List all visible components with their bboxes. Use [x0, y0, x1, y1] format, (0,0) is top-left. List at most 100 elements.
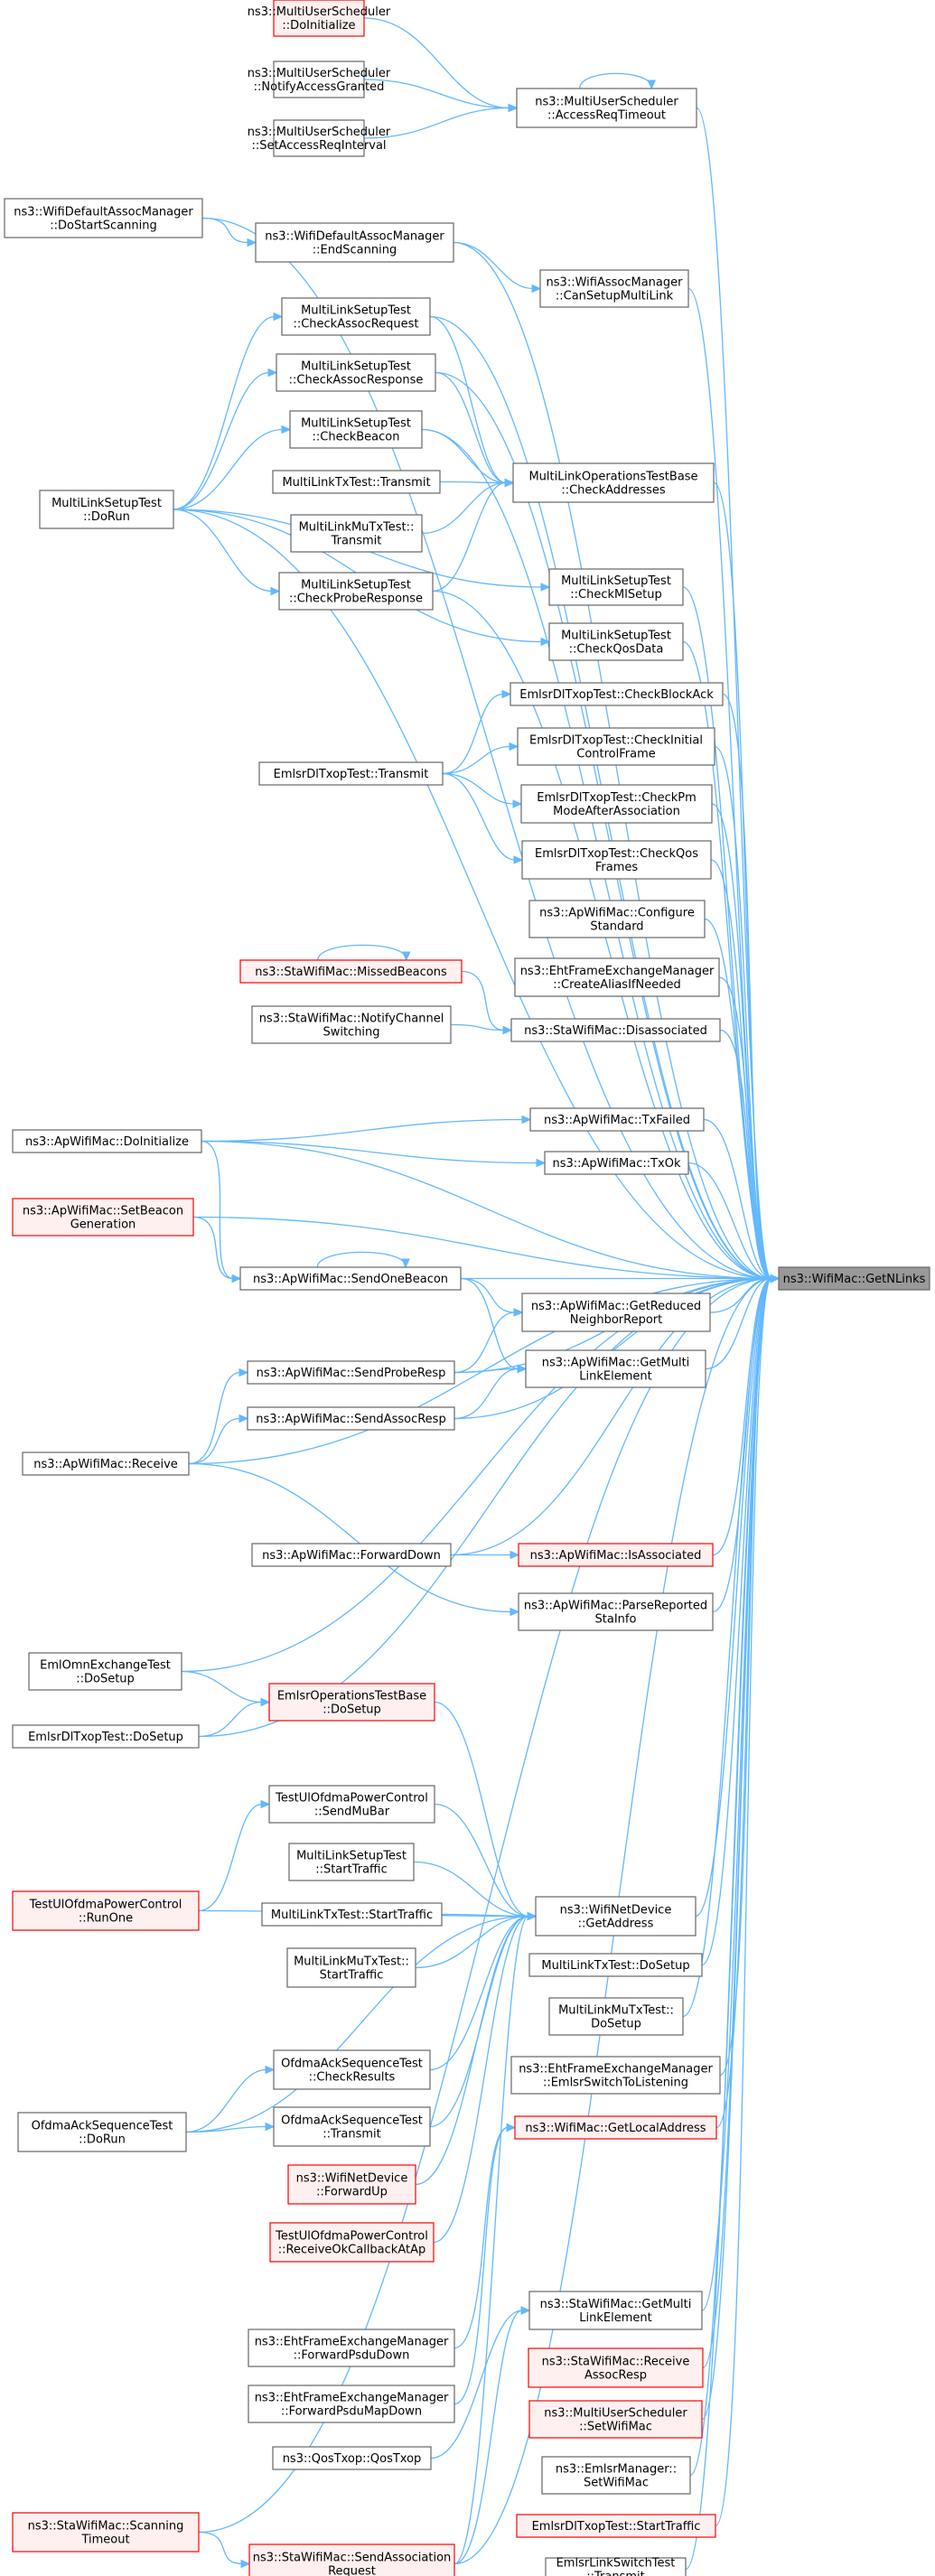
node-n16[interactable]: MultiLinkSetupTest::CheckMlSetup — [548, 568, 684, 606]
node-n29[interactable]: ns3::ApWifiMac::DoInitialize — [12, 1129, 202, 1153]
node-n39[interactable]: ns3::ApWifiMac::ForwardDown — [251, 1543, 452, 1567]
node-label: TestUlOfdmaPowerControl — [29, 1899, 182, 1912]
node-n59[interactable]: TestUlOfdmaPowerControl::ReceiveOkCallba… — [269, 2222, 435, 2263]
node-n33[interactable]: ns3::WifiMac::GetNLinks — [778, 1266, 930, 1291]
node-n32[interactable]: ns3::ApWifiMac::SendOneBeacon — [239, 1266, 462, 1291]
node-n9[interactable]: MultiLinkSetupTest::CheckAssocResponse — [276, 353, 436, 392]
edge-n1-n4 — [363, 17, 510, 109]
node-label: ns3::ApWifiMac::IsAssociated — [530, 1549, 702, 1563]
arrowhead — [265, 2065, 276, 2075]
node-n52[interactable]: MultiLinkMuTxTest::DoSetup — [548, 1997, 684, 2036]
node-label: ::DoSetup — [76, 1673, 135, 1686]
node-n4[interactable]: ns3::MultiUserScheduler::AccessReqTimeou… — [516, 88, 697, 128]
node-n54[interactable]: ns3::EhtFrameExchangeManager::EmlsrSwitc… — [510, 2056, 721, 2095]
node-n8[interactable]: MultiLinkSetupTest::CheckAssocRequest — [281, 297, 431, 336]
node-label: ::CheckQosData — [569, 643, 664, 657]
node-n24[interactable]: ns3::EhtFrameExchangeManager::CreateAlia… — [514, 957, 720, 997]
node-label: EmlsrDlTxopTest::StartTraffic — [532, 2520, 701, 2534]
node-n44[interactable]: EmlsrDlTxopTest::DoSetup — [12, 1724, 200, 1749]
node-label: ::SendMuBar — [314, 1806, 390, 1819]
arrowhead — [540, 583, 551, 592]
edge-n24-n33 — [718, 976, 772, 1280]
node-label: ::CanSetupMultiLink — [556, 290, 674, 303]
edge-n36-n33 — [705, 1277, 772, 1370]
node-n42[interactable]: EmlOmnExchangeTest::DoSetup — [28, 1652, 182, 1691]
node-n35[interactable]: ns3::ApWifiMac::SendProbeResp — [247, 1360, 455, 1385]
node-label: ns3::EmlsrManager:: — [556, 2463, 677, 2477]
node-n14[interactable]: MultiLinkSetupTest::DoRun — [39, 490, 174, 529]
edge-n59-n49 — [433, 1915, 529, 2244]
node-n47[interactable]: TestUlOfdmaPowerControl::RunOne — [12, 1890, 200, 1931]
edge-n58-n49 — [415, 1915, 529, 2186]
node-n18[interactable]: EmlsrDlTxopTest::CheckBlockAck — [510, 682, 724, 706]
node-label: MultiLinkSetupTest — [301, 360, 411, 374]
node-n49[interactable]: ns3::WifiNetDevice::GetAddress — [535, 1896, 697, 1937]
node-n3[interactable]: ns3::MultiUserScheduler::SetAccessReqInt… — [248, 119, 391, 157]
node-n27[interactable]: ns3::StaWifiMac::Disassociated — [510, 1018, 721, 1042]
node-n51[interactable]: MultiLinkTxTest::DoSetup — [528, 1953, 703, 1977]
node-n30[interactable]: ns3::ApWifiMac::TxOk — [544, 1151, 689, 1175]
node-n20[interactable]: EmlsrDlTxopTest::CheckPmModeAfterAssocia… — [520, 784, 713, 824]
node-n57[interactable]: ns3::WifiMac::GetLocalAddress — [514, 2115, 717, 2140]
node-n63[interactable]: ns3::EhtFrameExchangeManager::ForwardPsd… — [248, 2385, 455, 2423]
node-n5[interactable]: ns3::WifiDefaultAssocManager::DoStartSca… — [4, 198, 203, 238]
node-n7[interactable]: ns3::WifiAssocManager::CanSetupMultiLink — [539, 269, 689, 308]
node-label: ns3::ApWifiMac::Receive — [33, 1458, 178, 1471]
node-n6[interactable]: ns3::WifiDefaultAssocManager::EndScannin… — [255, 222, 454, 263]
node-n50[interactable]: MultiLinkMuTxTest::StartTraffic — [286, 1947, 416, 1988]
node-n43[interactable]: EmlsrOperationsTestBase::DoSetup — [268, 1683, 435, 1722]
node-label: MultiLinkSetupTest — [561, 630, 671, 643]
node-n46[interactable]: MultiLinkSetupTest::StartTraffic — [288, 1843, 415, 1881]
node-n48[interactable]: MultiLinkTxTest::StartTraffic — [261, 1902, 443, 1927]
node-n38[interactable]: ns3::ApWifiMac::Receive — [22, 1451, 190, 1476]
edge-n32-n32 — [316, 1251, 407, 1268]
node-n70[interactable]: EmlsrLinkSwitchTest::Transmit — [545, 2557, 687, 2576]
edge-n50-n49 — [415, 1915, 529, 1969]
node-n66[interactable]: ns3::EmlsrManager::SetWifiMac — [541, 2456, 691, 2495]
node-n12[interactable]: MultiLinkMuTxTest::Transmit — [290, 514, 423, 553]
node-n55[interactable]: OfdmaAckSequenceTest::DoRun — [17, 2112, 187, 2152]
node-label: Switching — [323, 1026, 379, 1040]
node-label: ::EndScanning — [313, 244, 397, 257]
node-label: EmlsrDlTxopTest::CheckPm — [537, 791, 697, 805]
node-n61[interactable]: ns3::EhtFrameExchangeManager::ForwardPsd… — [248, 2329, 455, 2367]
node-n17[interactable]: MultiLinkSetupTest::CheckQosData — [548, 622, 684, 661]
node-n13[interactable]: MultiLinkSetupTest::CheckProbeResponse — [278, 572, 434, 611]
node-n10[interactable]: MultiLinkSetupTest::CheckBeacon — [289, 410, 423, 449]
node-n15[interactable]: MultiLinkOperationsTestBase::CheckAddres… — [512, 462, 715, 503]
node-n25[interactable]: ns3::StaWifiMac::MissedBeacons — [239, 959, 463, 984]
edge-n22-n18 — [442, 693, 504, 775]
node-label: ns3::MultiUserScheduler — [248, 5, 391, 19]
node-n68[interactable]: EmlsrDlTxopTest::StartTraffic — [516, 2514, 716, 2538]
arrowhead — [513, 1308, 524, 1317]
node-n65[interactable]: ns3::QosTxop::QosTxop — [272, 2446, 432, 2470]
node-n45[interactable]: TestUlOfdmaPowerControl::SendMuBar — [268, 1785, 435, 1824]
node-n19[interactable]: EmlsrDlTxopTest::CheckInitialControlFram… — [517, 727, 715, 766]
node-n64[interactable]: ns3::MultiUserScheduler::SetWifiMac — [528, 2400, 703, 2439]
node-n1[interactable]: ns3::MultiUserScheduler::DoInitialize — [248, 0, 391, 37]
node-n2[interactable]: ns3::MultiUserScheduler::NotifyAccessGra… — [248, 61, 391, 98]
node-n53[interactable]: OfdmaAckSequenceTest::CheckResults — [273, 2049, 431, 2090]
edge-n26-n27 — [450, 1023, 505, 1031]
node-label: ns3::QosTxop::QosTxop — [283, 2452, 422, 2466]
node-n28[interactable]: ns3::ApWifiMac::TxFailed — [529, 1107, 705, 1132]
node-n58[interactable]: ns3::WifiNetDevice::ForwardUp — [287, 2164, 416, 2205]
node-n22[interactable]: EmlsrDlTxopTest::Transmit — [258, 761, 444, 786]
node-n11[interactable]: MultiLinkTxTest::Transmit — [272, 470, 441, 494]
node-n40[interactable]: ns3::ApWifiMac::IsAssociated — [518, 1543, 714, 1567]
node-n37[interactable]: ns3::ApWifiMac::SendAssocResp — [247, 1406, 455, 1431]
node-label: ns3::ApWifiMac::GetMulti — [542, 1357, 690, 1370]
node-n56[interactable]: OfdmaAckSequenceTest::Transmit — [273, 2106, 431, 2147]
node-label: ::DoRun — [83, 510, 130, 524]
